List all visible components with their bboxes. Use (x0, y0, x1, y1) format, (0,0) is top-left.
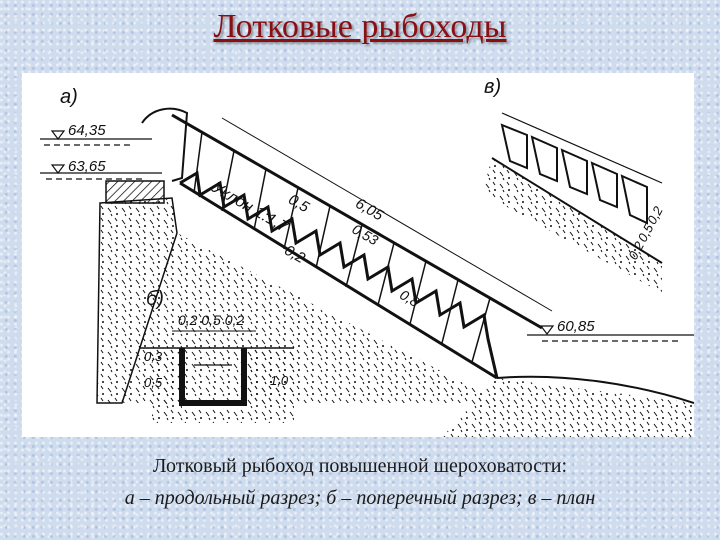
level-mid-label: 63,65 (68, 158, 106, 175)
label-b: б) (146, 288, 164, 310)
level-marker-mid (50, 164, 66, 174)
section-h1: 0,3 (144, 349, 163, 364)
cross-section: б) 0,2 0,5 0,2 0,3 0,5 1,0 (140, 288, 294, 423)
caption-line-2: а – продольный разрез; б – поперечный ра… (124, 487, 596, 509)
caption-line-1: Лотковый рыбоход повышенной шероховатост… (152, 455, 568, 477)
downstream-soil (442, 378, 694, 437)
fishway-head (141, 107, 189, 182)
fishway-drawing: 64,35 63,65 (22, 73, 694, 437)
section-h2: 0,5 (144, 375, 163, 390)
weir-crest (105, 180, 165, 204)
slide-title: Лотковые рыбоходы (213, 8, 507, 45)
plan-view: в) 0,2 0,5 0,2 (482, 76, 666, 293)
level-upper-label: 64,35 (68, 122, 106, 139)
roughness-baffles (179, 170, 499, 379)
longitudinal-section: 64,35 63,65 (40, 86, 694, 437)
section-h3: 1,0 (270, 373, 289, 388)
plan-chevrons (500, 123, 648, 225)
flume-bottom-edge (179, 181, 498, 380)
downstream-water (496, 334, 694, 404)
level-marker-lower (539, 325, 555, 335)
length-dim-line (221, 117, 553, 312)
label-a: а) (60, 86, 78, 108)
level-lower-label: 60,85 (557, 318, 595, 335)
label-v: в) (484, 76, 501, 98)
dim-053-label: 0,53 (350, 221, 382, 249)
level-marker-upper (50, 130, 66, 140)
foundation-soil (122, 233, 502, 403)
section-top-dims: 0,2 0,5 0,2 (178, 312, 244, 328)
flume-top-edge (171, 113, 543, 330)
